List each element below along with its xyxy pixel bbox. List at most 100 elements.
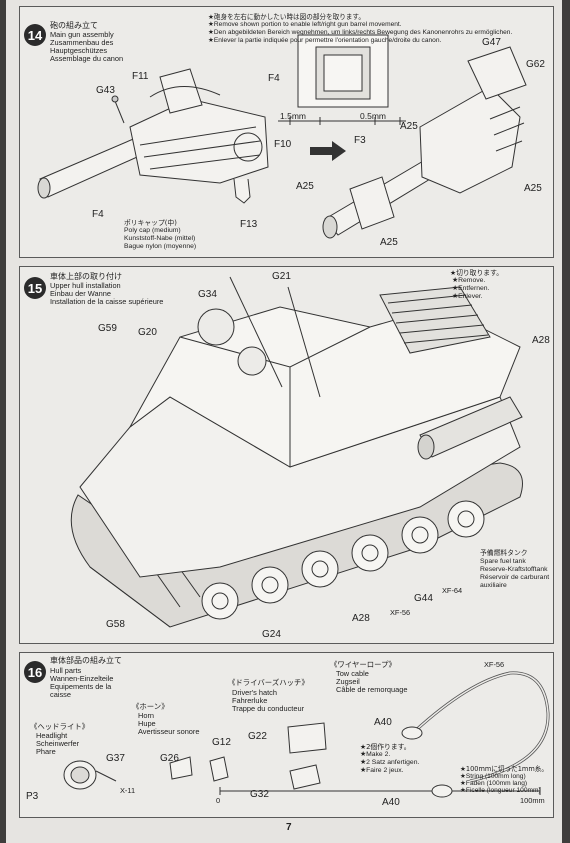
- part-label-f13: F13: [240, 219, 258, 230]
- fuel-tank-en: Spare fuel tank: [480, 558, 526, 565]
- fuel-tank-fr: Réservoir de carburant: [480, 574, 550, 581]
- step-title-de: Einbau der Wanne: [50, 289, 111, 298]
- part-label-f11: F11: [132, 71, 149, 82]
- remove-note-de: ★Entfernen.: [452, 285, 490, 292]
- step-14-illustration: [37, 34, 527, 239]
- part-label-f3: F3: [354, 135, 366, 146]
- step-title-de: Wannen-Einzelteile: [50, 674, 114, 683]
- part-label-f10: F10: [274, 139, 292, 150]
- string-fr: ★Ficelle (longueur 100mm): [460, 787, 541, 794]
- step-number: 16: [24, 661, 46, 683]
- scale-start: 0: [216, 796, 221, 805]
- step-title-jp: 車体上部の取り付け: [50, 272, 122, 281]
- horn-fr: Avertisseur sonore: [138, 727, 200, 736]
- step-number: 14: [24, 24, 46, 46]
- part-label-a25-3: A25: [524, 183, 542, 194]
- hatch-fr: Trappe du conducteur: [232, 704, 305, 713]
- part-label-g20: G20: [138, 327, 157, 338]
- make2-en: ★Make 2.: [360, 751, 391, 758]
- part-label-a28-1: A28: [532, 335, 550, 346]
- step-title-en: Upper hull installation: [50, 281, 121, 290]
- make2-fr: ★Faire 2 jeux.: [360, 767, 404, 774]
- step-title-jp: 車体部品の組み立て: [50, 656, 122, 665]
- step-14-panel: 14 砲の組み立て Main gun assembly Zusammenbau …: [19, 6, 554, 258]
- part-label-g24: G24: [262, 629, 281, 640]
- part-label-g34: G34: [198, 289, 217, 300]
- scale-end: 100mm: [520, 796, 545, 805]
- remove-note-fr: ★Enlever.: [452, 293, 483, 300]
- dimension-0-5mm: 0.5mm: [360, 111, 386, 121]
- step-title-jp: 砲の組み立て: [50, 21, 98, 30]
- polycap-en: Poly cap (medium): [124, 227, 181, 234]
- step-title-en: Hull parts: [50, 666, 82, 675]
- paint-x11: X-11: [120, 786, 136, 795]
- step-title-fr: Installation de la caisse supérieure: [50, 297, 164, 306]
- part-label-a25-1: A25: [400, 121, 418, 132]
- step-title-en: Main gun assembly: [50, 30, 114, 39]
- hatch-de: Fahrerluke: [232, 696, 268, 705]
- polycap-fr: Bague nylon (moyenne): [124, 243, 197, 250]
- make2-de: ★2 Satz anfertigen.: [360, 759, 420, 766]
- rope-en: Tow cable: [336, 669, 369, 678]
- part-label-a40-1: A40: [374, 717, 392, 728]
- note-fr: ★Enlever la partie indiquée pour permett…: [208, 37, 442, 44]
- part-label-a28-2: A28: [352, 613, 370, 624]
- part-label-g12: G12: [212, 737, 231, 748]
- step-title-de-2: Hauptgeschützes: [50, 46, 108, 55]
- note-de: ★Den abgebildeten Bereich wegnehmen, um …: [208, 29, 513, 36]
- rope-de: Zugseil: [336, 677, 360, 686]
- headlight-en: Headlight: [36, 731, 68, 740]
- polycap-jp: ポリキャップ(中): [124, 219, 177, 227]
- fuel-tank-de: Reserve-Kraftstofftank: [480, 566, 548, 573]
- dimension-1-5mm: 1.5mm: [280, 111, 306, 121]
- part-label-a25-4: A25: [380, 237, 398, 248]
- step-number: 15: [24, 277, 46, 299]
- string-de: ★Faden (100mm lang): [460, 780, 528, 787]
- step-title-fr: Equipements de la: [50, 682, 112, 691]
- hatch-jp: 《ドライバーズハッチ》: [228, 678, 309, 687]
- headlight-de: Scheinwerfer: [36, 739, 80, 748]
- part-label-g59: G59: [98, 323, 117, 334]
- string-en: ★String (100mm long): [460, 773, 526, 780]
- part-label-f4-detail: F4: [268, 73, 280, 84]
- headlight-fr: Phare: [36, 747, 56, 756]
- part-label-g47: G47: [482, 37, 501, 48]
- part-label-g32: G32: [250, 789, 269, 800]
- paint-xf56: XF-56: [484, 660, 505, 669]
- horn-de: Hupe: [138, 719, 156, 728]
- step-title-fr-2: caisse: [50, 690, 71, 699]
- part-label-g21: G21: [272, 271, 291, 282]
- part-label-g22: G22: [248, 731, 267, 742]
- step-16-illustration: [63, 671, 550, 798]
- instruction-sheet: 14 砲の組み立て Main gun assembly Zusammenbau …: [6, 0, 562, 843]
- step-title-fr: Assemblage du canon: [50, 54, 124, 63]
- part-label-g58: G58: [106, 619, 125, 630]
- headlight-jp: 《ヘッドライト》: [30, 722, 90, 731]
- make2-jp: ★2個作ります。: [360, 743, 411, 751]
- paint-xf64: XF-64: [442, 586, 463, 595]
- step-title-de: Zusammenbau des: [50, 38, 114, 47]
- page-number: 7: [286, 822, 292, 833]
- part-label-a40-2: A40: [382, 797, 400, 808]
- part-label-g37: G37: [106, 753, 125, 764]
- remove-note-en: ★Remove.: [452, 277, 486, 284]
- rope-fr: Câble de remorquage: [336, 685, 408, 694]
- part-label-g44: G44: [414, 593, 433, 604]
- string-jp: ★100mmに切った1mm糸。: [460, 765, 548, 773]
- part-label-g43: G43: [96, 85, 115, 96]
- part-label-a25-2: A25: [296, 181, 314, 192]
- step-15-panel: 15 車体上部の取り付け Upper hull installation Ein…: [19, 266, 554, 644]
- step-16-panel: 16 車体部品の組み立て Hull parts Wannen-Einzeltei…: [19, 652, 554, 818]
- horn-en: Horn: [138, 711, 155, 720]
- part-label-g62: G62: [526, 59, 545, 70]
- hatch-en: Driver's hatch: [232, 688, 277, 697]
- step-15-illustration: [70, 276, 523, 628]
- note-jp: ★砲身を左右に動かしたい時は図の部分を取ります。: [208, 13, 365, 21]
- polycap-de: Kunststoff-Nabe (mittel): [124, 235, 196, 242]
- part-label-p3: P3: [26, 791, 39, 802]
- part-label-f4: F4: [92, 209, 104, 220]
- remove-note-jp: ★切り取ります。: [450, 269, 503, 277]
- fuel-tank-jp: 予備燃料タンク: [480, 549, 528, 557]
- rope-jp: 《ワイヤーロープ》: [330, 660, 396, 669]
- fuel-tank-fr-2: auxiliaire: [480, 582, 507, 589]
